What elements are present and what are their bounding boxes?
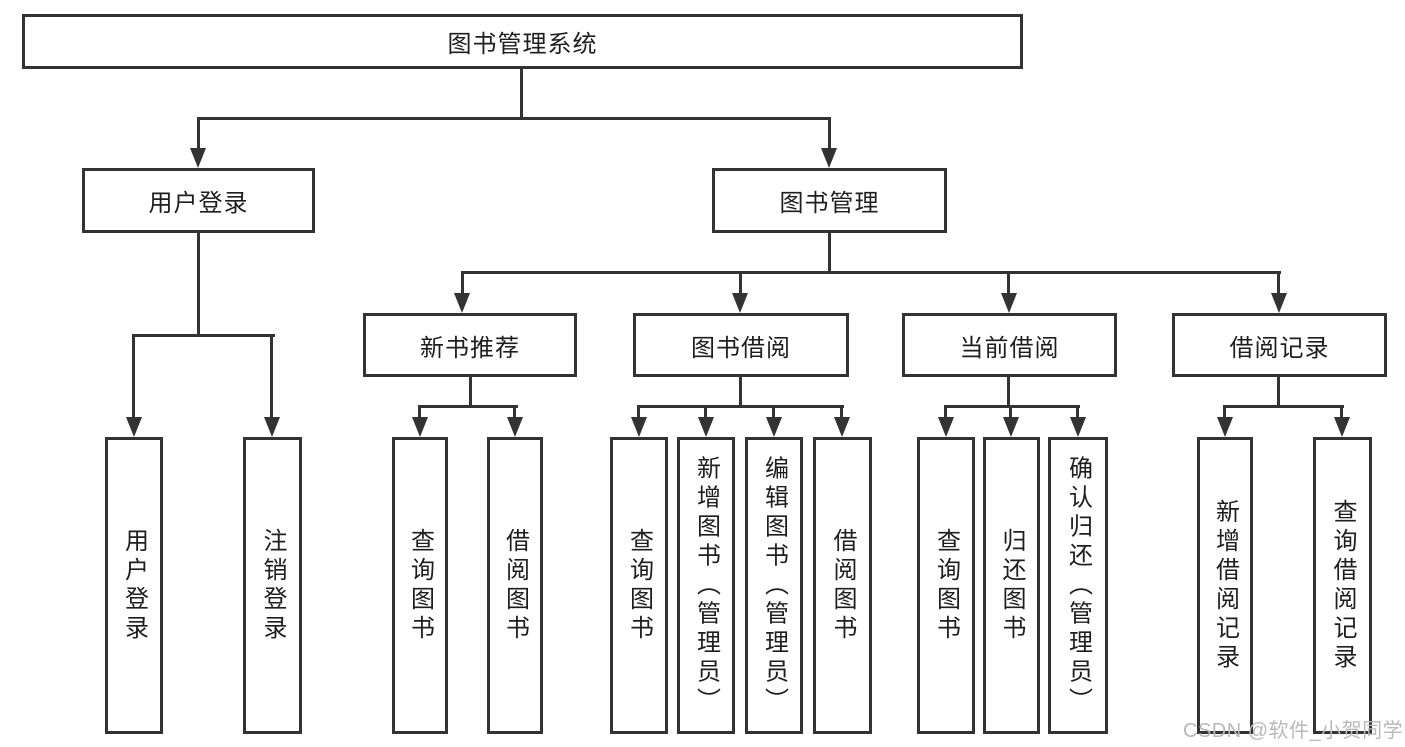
connector-hline <box>418 405 518 408</box>
connector-vline <box>1007 271 1010 295</box>
connector-hline <box>1223 405 1344 408</box>
node-query-books-borrow: 查询图书 <box>610 437 668 734</box>
node-label: 查询借阅记录 <box>1329 498 1356 673</box>
node-label: 借阅图书 <box>829 527 856 644</box>
connector-vline <box>418 405 421 419</box>
arrow-down-icon <box>834 417 850 437</box>
node-label: 确认归还（管理员） <box>1064 455 1092 716</box>
connector-vline <box>469 377 472 407</box>
connector-vline <box>461 271 464 295</box>
connector-vline <box>132 334 135 418</box>
arrow-down-icon <box>412 417 428 437</box>
connector-vline <box>840 405 843 419</box>
node-label: 编辑图书（管理员） <box>760 455 788 716</box>
connector-vline <box>828 233 831 274</box>
node-edit-book-admin: 编辑图书（管理员） <box>745 437 803 734</box>
connector-vline <box>772 405 775 419</box>
connector-vline <box>1340 405 1343 419</box>
node-label: 新书推荐 <box>420 334 520 362</box>
node-label: 图书借阅 <box>691 334 791 362</box>
arrow-down-icon <box>821 148 837 168</box>
connector-vline <box>1277 377 1280 407</box>
arrow-down-icon <box>454 293 470 313</box>
node-query-books-recommend: 查询图书 <box>392 437 448 734</box>
node-label: 注销登录 <box>259 527 286 644</box>
node-label: 图书管理系统 <box>447 31 598 58</box>
arrow-down-icon <box>631 417 647 437</box>
arrow-down-icon <box>732 293 748 313</box>
connector-vline <box>513 405 516 419</box>
connector-vline <box>1277 271 1280 295</box>
arrow-down-icon <box>507 417 523 437</box>
node-label: 图书管理 <box>779 190 880 217</box>
connector-vline <box>739 377 742 407</box>
arrow-down-icon <box>190 148 206 168</box>
node-library-management-system: 图书管理系统 <box>22 14 1023 69</box>
connector-vline <box>1076 405 1079 419</box>
connector-vline <box>520 69 523 119</box>
arrow-down-icon <box>264 417 280 437</box>
arrow-down-icon <box>1001 293 1017 313</box>
connector-hline <box>197 117 831 120</box>
node-label: 用户登录 <box>148 190 249 217</box>
arrow-down-icon <box>938 417 954 437</box>
arrow-down-icon <box>1271 293 1287 313</box>
node-borrow-books-recommend: 借阅图书 <box>487 437 543 734</box>
node-label: 新增借阅记录 <box>1211 498 1239 673</box>
node-label: 借阅图书 <box>501 527 529 644</box>
arrow-down-icon <box>1003 417 1019 437</box>
node-borrow-records: 借阅记录 <box>1172 313 1387 377</box>
arrow-down-icon <box>1070 417 1086 437</box>
node-label: 当前借阅 <box>959 334 1060 362</box>
connector-vline <box>1009 405 1012 419</box>
node-book-management: 图书管理 <box>712 168 947 233</box>
connector-vline <box>944 405 947 419</box>
connector-hline <box>637 405 844 408</box>
node-user-login-leaf: 用户登录 <box>105 437 163 734</box>
node-return-books: 归还图书 <box>983 437 1040 734</box>
node-add-borrow-record: 新增借阅记录 <box>1197 437 1253 734</box>
node-label: 归还图书 <box>998 527 1025 644</box>
connector-vline <box>828 117 831 149</box>
connector-vline <box>197 233 200 336</box>
connector-vline <box>270 334 273 418</box>
node-user-login: 用户登录 <box>82 168 315 233</box>
node-label: 查询图书 <box>625 527 653 644</box>
node-new-book-recommend: 新书推荐 <box>363 313 577 377</box>
arrow-down-icon <box>766 417 782 437</box>
node-label: 新增图书（管理员） <box>692 455 720 716</box>
arrow-down-icon <box>1217 417 1233 437</box>
connector-vline <box>739 271 742 295</box>
node-borrow-books-leaf: 借阅图书 <box>813 437 872 734</box>
node-add-book-admin: 新增图书（管理员） <box>677 437 735 734</box>
arrow-down-icon <box>126 417 142 437</box>
watermark: CSDN @软件_小贺同学 <box>1183 720 1404 742</box>
connector-hline <box>944 405 1080 408</box>
connector-vline <box>1007 377 1010 407</box>
node-label: 查询图书 <box>406 527 434 644</box>
node-label: 查询图书 <box>932 527 960 644</box>
connector-vline <box>197 117 200 149</box>
node-label: 用户登录 <box>120 527 148 644</box>
node-query-borrow-record: 查询借阅记录 <box>1313 437 1372 734</box>
connector-vline <box>637 405 640 419</box>
node-book-borrow: 图书借阅 <box>633 313 849 377</box>
connector-hline <box>132 334 275 337</box>
connector-vline <box>704 405 707 419</box>
arrow-down-icon <box>1334 417 1350 437</box>
node-logout: 注销登录 <box>243 437 302 734</box>
connector-vline <box>1223 405 1226 419</box>
connector-hline <box>461 271 1281 274</box>
node-current-borrow: 当前借阅 <box>902 313 1117 377</box>
node-confirm-return-admin: 确认归还（管理员） <box>1048 437 1108 734</box>
node-query-books-current: 查询图书 <box>917 437 975 734</box>
arrow-down-icon <box>698 417 714 437</box>
node-label: 借阅记录 <box>1229 334 1330 362</box>
